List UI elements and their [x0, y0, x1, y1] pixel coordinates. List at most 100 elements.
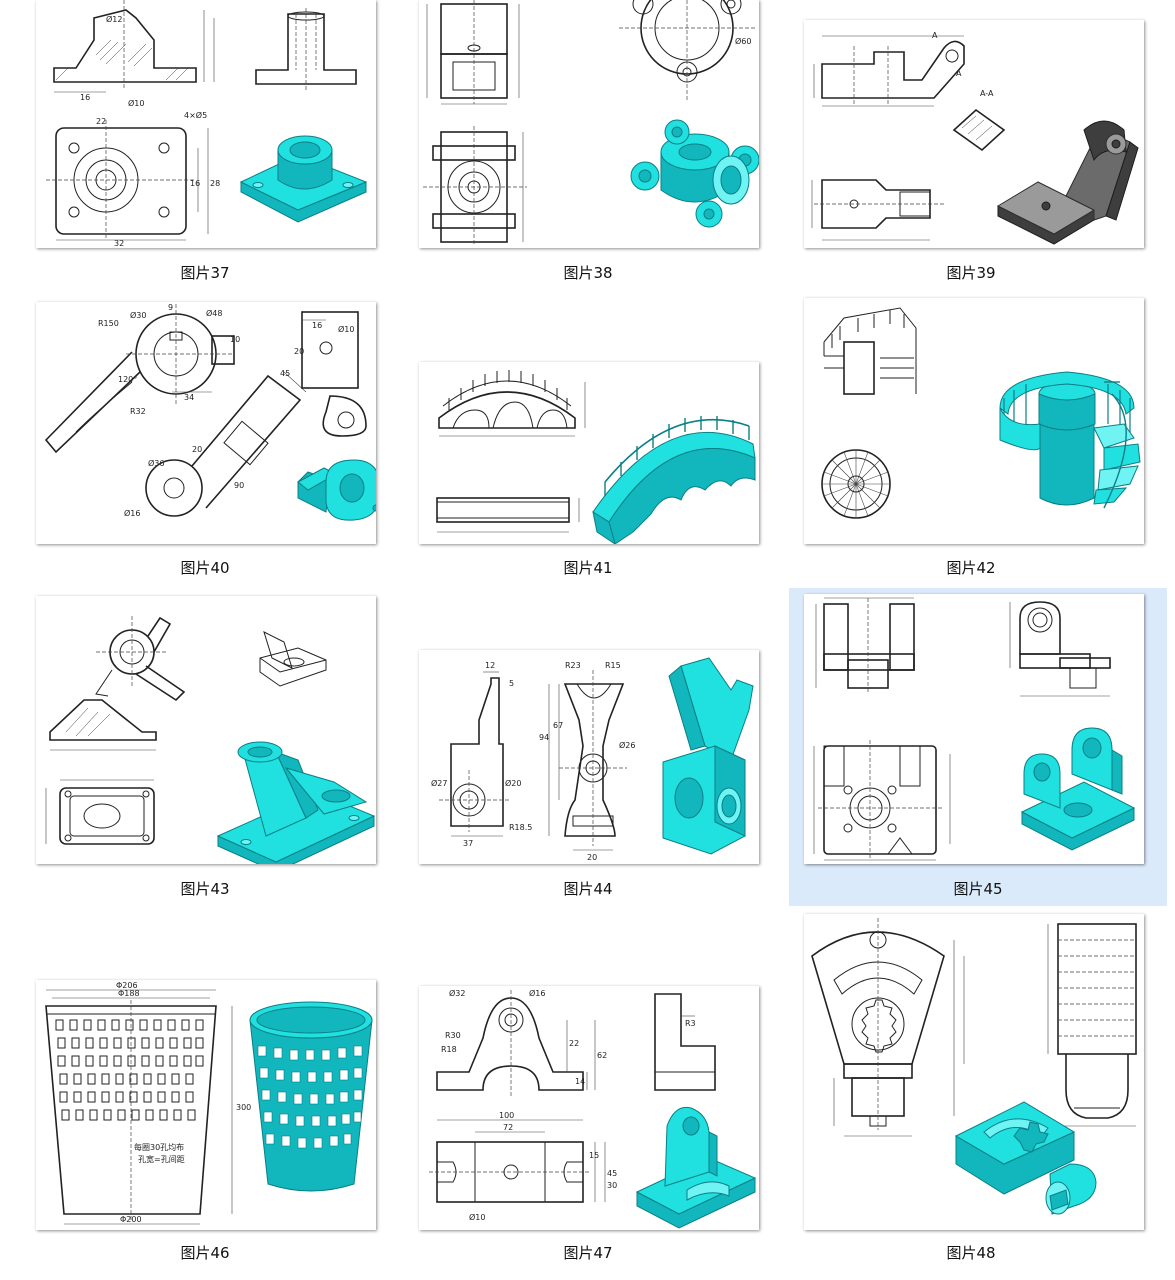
svg-text:Ø10: Ø10 — [128, 98, 144, 108]
gallery-item-46[interactable]: Φ206 Φ188 300 Φ200 每圈30孔均布 孔宽=孔间距 — [20, 914, 390, 1270]
svg-text:45: 45 — [607, 1169, 617, 1178]
svg-text:22: 22 — [96, 117, 106, 126]
gallery-item-38[interactable]: Ø60 图片38 — [403, 0, 773, 290]
drawing-41 — [436, 370, 756, 544]
svg-text:R3: R3 — [685, 1019, 696, 1028]
caption-46: 图片46 — [180, 1244, 230, 1262]
svg-text:32: 32 — [114, 239, 124, 248]
svg-text:5: 5 — [509, 679, 514, 688]
svg-text:Ø26: Ø26 — [619, 740, 635, 750]
svg-text:90: 90 — [234, 481, 244, 490]
svg-text:94: 94 — [539, 733, 549, 742]
thumbnail-43[interactable] — [36, 596, 376, 864]
gallery-item-42[interactable]: 图片42 — [786, 298, 1156, 588]
gallery-item-41[interactable]: 图片41 — [403, 298, 773, 588]
drawing-43 — [45, 616, 376, 864]
caption-44: 图片44 — [563, 880, 613, 898]
caption-43: 图片43 — [180, 880, 230, 898]
svg-text:4×Ø5: 4×Ø5 — [184, 110, 207, 120]
caption-39: 图片39 — [946, 264, 996, 282]
caption-40: 图片40 — [180, 559, 230, 577]
caption-42: 图片42 — [946, 559, 996, 577]
svg-text:Ø16: Ø16 — [529, 988, 545, 998]
svg-text:Φ206: Φ206 — [116, 981, 138, 990]
svg-text:67: 67 — [553, 721, 563, 730]
svg-text:120°: 120° — [118, 375, 137, 384]
svg-text:Ø10: Ø10 — [469, 1212, 485, 1222]
caption-38: 图片38 — [563, 264, 613, 282]
gallery-item-45[interactable]: 图片45 — [789, 588, 1167, 906]
svg-text:14: 14 — [575, 1077, 585, 1086]
caption-47: 图片47 — [563, 1244, 613, 1262]
svg-text:20: 20 — [587, 853, 597, 862]
svg-text:12: 12 — [485, 661, 495, 670]
svg-text:100: 100 — [499, 1111, 514, 1120]
svg-text:Ø12: Ø12 — [106, 14, 122, 24]
drawing-38: Ø60 — [423, 0, 759, 246]
thumbnail-45[interactable] — [804, 594, 1144, 864]
thumbnail-41[interactable] — [419, 362, 759, 544]
svg-text:Φ188: Φ188 — [118, 989, 140, 998]
svg-text:10: 10 — [230, 335, 240, 344]
svg-text:每圈30孔均布: 每圈30孔均布 — [134, 1142, 184, 1152]
svg-text:30: 30 — [607, 1181, 617, 1190]
drawing-48 — [811, 918, 1137, 1215]
svg-text:R23: R23 — [565, 661, 581, 670]
svg-text:15: 15 — [589, 1151, 599, 1160]
svg-text:16: 16 — [190, 179, 200, 188]
caption-48: 图片48 — [946, 1244, 996, 1262]
svg-text:300: 300 — [236, 1103, 251, 1112]
svg-text:Ø60: Ø60 — [735, 36, 751, 46]
svg-text:72: 72 — [503, 1123, 513, 1132]
svg-text:A: A — [956, 69, 962, 78]
svg-text:9: 9 — [168, 303, 173, 312]
drawing-39: AA A-A — [811, 31, 1139, 245]
svg-text:28: 28 — [210, 179, 220, 188]
svg-text:Ø10: Ø10 — [338, 324, 354, 334]
thumbnail-46[interactable]: Φ206 Φ188 300 Φ200 每圈30孔均布 孔宽=孔间距 — [36, 980, 376, 1230]
thumbnail-48[interactable] — [804, 914, 1144, 1230]
gallery-item-43[interactable]: 图片43 — [20, 594, 390, 906]
svg-text:Ø30: Ø30 — [130, 310, 146, 320]
svg-text:孔宽=孔间距: 孔宽=孔间距 — [138, 1154, 185, 1164]
caption-41: 图片41 — [563, 559, 613, 577]
svg-text:22: 22 — [569, 1039, 579, 1048]
caption-37: 图片37 — [180, 264, 230, 282]
svg-text:Ø48: Ø48 — [206, 308, 222, 318]
svg-text:34: 34 — [184, 393, 194, 402]
svg-text:45: 45 — [280, 369, 290, 378]
svg-text:16: 16 — [312, 321, 322, 330]
svg-text:Ø20: Ø20 — [505, 778, 521, 788]
svg-text:62: 62 — [597, 1051, 607, 1060]
drawing-42 — [821, 307, 1141, 519]
svg-text:A: A — [932, 31, 938, 40]
drawing-46: Φ206 Φ188 300 Φ200 每圈30孔均布 孔宽=孔间距 — [45, 981, 373, 1225]
gallery-item-48[interactable]: 图片48 — [786, 914, 1156, 1270]
caption-45: 图片45 — [953, 880, 1003, 898]
thumbnail-38[interactable]: Ø60 — [419, 0, 759, 248]
svg-text:R32: R32 — [130, 407, 146, 416]
thumbnail-42[interactable] — [804, 298, 1144, 544]
svg-text:Ø36: Ø36 — [148, 458, 164, 468]
svg-text:20: 20 — [294, 347, 304, 356]
svg-text:Ø32: Ø32 — [449, 988, 465, 998]
svg-text:20: 20 — [192, 445, 202, 454]
svg-text:R18: R18 — [441, 1045, 457, 1054]
svg-text:Ø27: Ø27 — [431, 778, 447, 788]
svg-text:16: 16 — [80, 93, 90, 102]
